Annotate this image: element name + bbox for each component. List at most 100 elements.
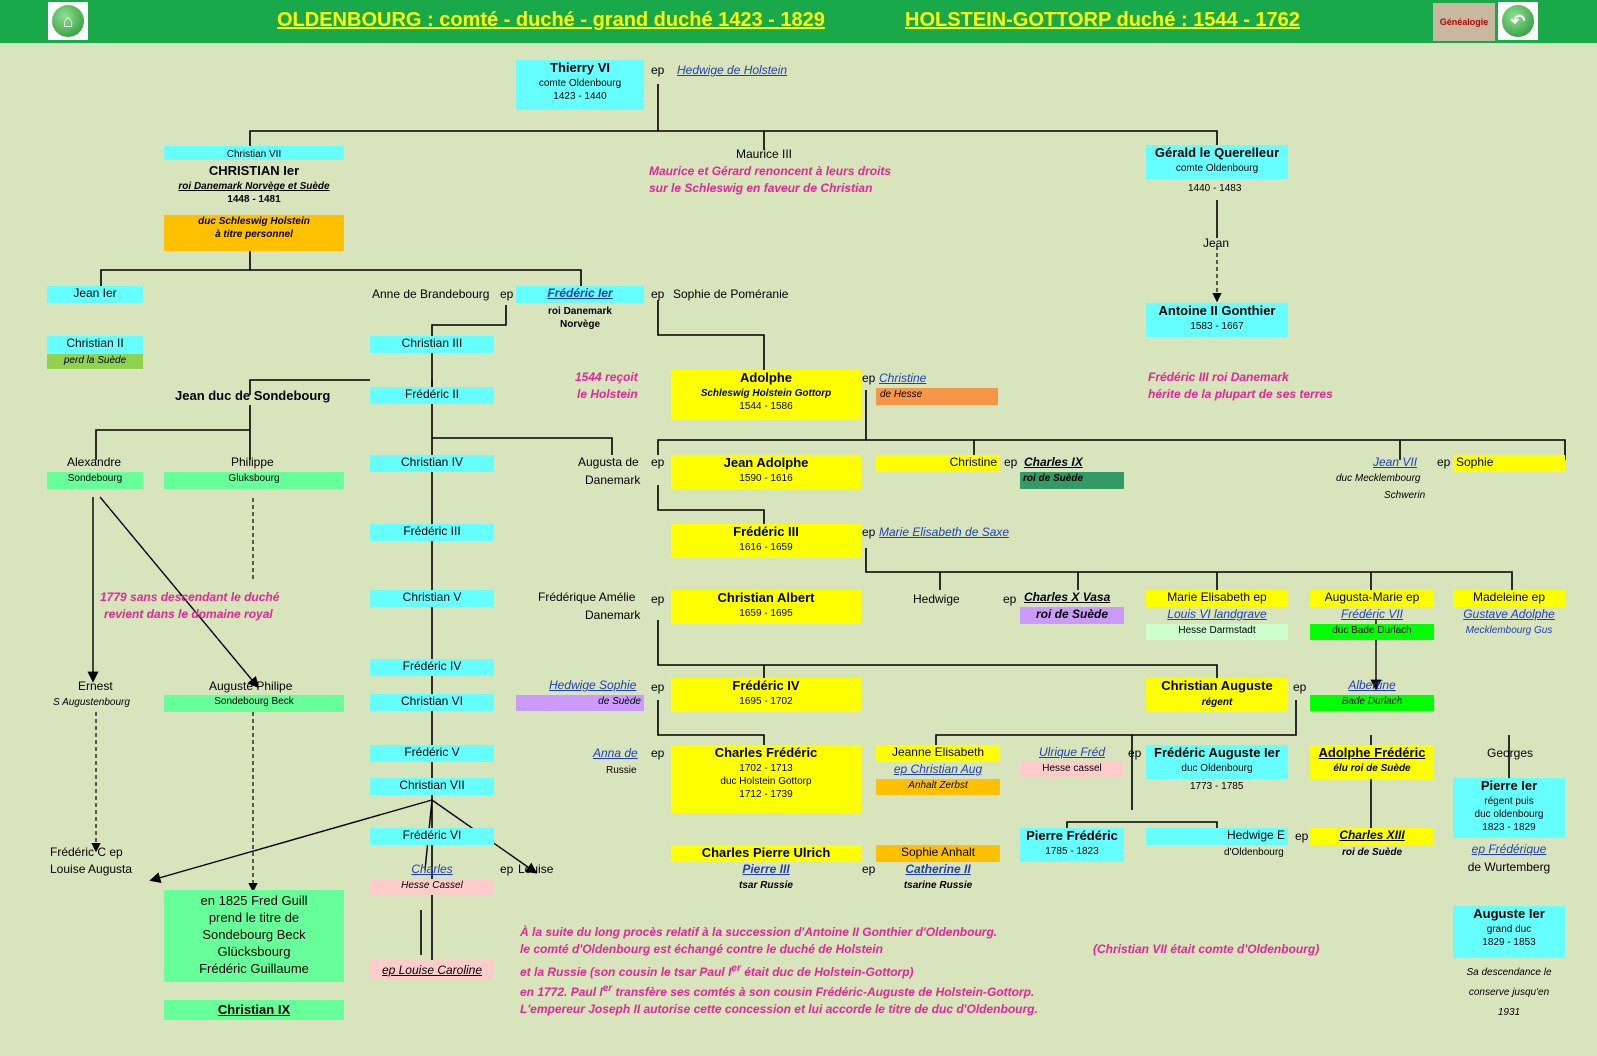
node-georges: Georges: [1487, 746, 1534, 760]
node-sophie: Sophie: [1453, 455, 1565, 472]
node-sophie-anhalt: Sophie Anhalt: [876, 845, 1000, 862]
node-title: duc oldenbourg: [1474, 808, 1544, 820]
note-4: en 1772. Paul Ier transfère ses comtés à…: [520, 982, 1034, 1001]
ep-label: ep: [651, 63, 665, 77]
note-2: le comté d'Oldenbourg est échangé contre…: [520, 942, 883, 956]
node-christian-albert: Christian Albert 1659 - 1695: [671, 590, 861, 624]
link-charles[interactable]: Charles: [411, 862, 453, 876]
note-1544-2: le Holstein: [577, 387, 638, 401]
node-dates: 1616 - 1659: [739, 541, 793, 553]
link-frederique[interactable]: ep Frédérique: [1471, 842, 1547, 856]
node-dates: 1423 - 1440: [553, 90, 607, 102]
node-hedwige-e-oldenbourg: d'Oldenbourg: [1224, 847, 1284, 858]
node-frederic-i-title: roi Danemark Norvège: [516, 305, 644, 331]
node-name[interactable]: Charles XIII: [1339, 828, 1405, 842]
node-christian-ix[interactable]: Christian IX: [164, 1000, 344, 1020]
node-thierry-vi: Thierry VI comte Oldenbourg 1423 - 1440: [516, 60, 644, 110]
node-hedwige-e: Hedwige E: [1146, 828, 1288, 845]
node-charles-pierre-ulrich: Charles Pierre Ulrich: [671, 845, 861, 862]
node-charles-frederic: Charles Frédéric 1702 - 1713 duc Holstei…: [671, 745, 861, 813]
node-dates: 1823 - 1829: [1482, 821, 1536, 833]
node-title: comte Oldenbourg: [538, 77, 622, 89]
node-jean-i: Jean Ier: [47, 286, 143, 303]
node-name[interactable]: Frédéric Ier: [547, 286, 613, 300]
link-pierre-iii[interactable]: Pierre III: [742, 862, 790, 876]
ep-label: ep: [651, 680, 665, 694]
node-name: Frédéric IV: [732, 678, 800, 693]
note-1779-1: 1779 sans descendant le duché: [100, 590, 280, 604]
node-gluksbourg: Gluksbourg: [164, 472, 344, 489]
ep-label: ep: [862, 371, 876, 385]
node-name: Frédéric Auguste Ier: [1154, 745, 1280, 760]
link-jean-vii[interactable]: Jean VII: [1373, 455, 1418, 469]
node-mecklembourg-gus: Mecklembourg Gus: [1465, 625, 1553, 636]
link-hedwige-holstein[interactable]: Hedwige de Holstein: [677, 63, 788, 77]
node-maurice-iii: Maurice III: [736, 147, 793, 161]
node-s-augustenbourg: S Augustenbourg: [53, 697, 130, 708]
node-dates: 1440 - 1483: [1188, 183, 1242, 194]
node-frederic-ii: Frédéric II: [370, 387, 494, 404]
node-title: Norvège: [559, 319, 600, 330]
node-christine: Christine: [876, 455, 1000, 472]
link-catherine-ii[interactable]: Catherine II: [905, 862, 971, 876]
link-ulrique[interactable]: Ulrique Fréd: [1038, 745, 1106, 759]
node-augusta-1: Augusta de: [578, 455, 639, 469]
note-line: conserve jusqu'en: [1468, 987, 1550, 998]
node-jeanne-elisabeth: Jeanne Elisabeth: [876, 745, 1000, 762]
node-jean: Jean: [1203, 236, 1230, 250]
link-christine-hesse[interactable]: Christine: [879, 371, 927, 385]
page-title-left: OLDENBOURG : comté - duché - grand duché…: [277, 9, 825, 31]
note-4a: en 1772. Paul I: [520, 985, 603, 999]
node-name: Pierre Frédéric: [1026, 828, 1118, 843]
link-albertine[interactable]: Albertine: [1348, 678, 1396, 692]
ep-label: ep: [651, 592, 665, 606]
node-dates: 1829 - 1853: [1482, 936, 1536, 948]
link-christian-aug[interactable]: ep Christian Aug: [893, 762, 983, 776]
node-title: duc Oldenbourg: [1181, 762, 1253, 774]
node-hesse-cassel: Hesse cassel: [1020, 762, 1124, 778]
home-icon: ⌂: [52, 5, 84, 37]
link-gustave-adolphe[interactable]: Gustave Adolphe: [1463, 607, 1555, 621]
link-anna[interactable]: Anna de: [593, 746, 638, 760]
node-christian-vii: Christian VII: [370, 778, 494, 795]
node-name: CHRISTIAN Ier: [208, 163, 300, 178]
node-duc-schleswig: duc Schleswig Holstein à titre personnel: [164, 215, 344, 251]
link-hedwige-sophie[interactable]: Hedwige Sophie: [549, 678, 637, 692]
home-button[interactable]: ⌂: [48, 2, 88, 40]
node-augusta-2: Danemark: [585, 473, 641, 487]
node-title: régent puis: [1484, 795, 1534, 807]
node-christian-i: CHRISTIAN Ier roi Danemark Norvège et Su…: [164, 163, 344, 206]
ep-label: ep: [1128, 746, 1142, 760]
node-charles-hesse-cassel: Hesse Cassel: [370, 879, 494, 895]
node-marie-elisabeth: Marie Elisabeth ep: [1146, 590, 1288, 607]
link-charles-ix[interactable]: Charles IX: [1024, 455, 1083, 469]
node-title: roi Danemark Norvège et Suède: [178, 180, 330, 192]
node-pre: Christian VII: [226, 149, 282, 160]
genealogy-logo[interactable]: Généalogie: [1433, 3, 1495, 41]
back-arrow-icon: ↶: [1502, 5, 1534, 37]
node-fred-amelie-1: Frédérique Amélie: [538, 590, 636, 604]
node-christian-auguste-title: régent: [1201, 697, 1233, 708]
node-text: en 1825 Fred Guill: [200, 893, 308, 908]
node-christian-vi: Christian VI: [370, 694, 494, 711]
ep-label: ep: [1293, 680, 1307, 694]
node-louise-caroline[interactable]: ep Louise Caroline: [370, 960, 494, 980]
node-frederic-i[interactable]: Frédéric Ier: [516, 286, 644, 303]
ep-label: ep: [1004, 455, 1018, 469]
node-bade-durlach: duc Bade Durlach: [1310, 624, 1434, 640]
node-dates: 1590 - 1616: [739, 472, 793, 484]
link-frederic-vii[interactable]: Frédéric VII: [1340, 607, 1403, 621]
link-charles-x[interactable]: Charles X Vasa: [1024, 590, 1111, 604]
link-louis-vi[interactable]: Louis VI landgrave: [1167, 607, 1267, 621]
node-title: duc Holstein Gottorp: [720, 775, 812, 787]
ep-label: ep: [651, 455, 665, 469]
back-button[interactable]: ↶: [1498, 2, 1538, 40]
note-line: Sa descendance le: [1466, 967, 1552, 978]
note-maurice-1: Maurice et Gérard renoncent à leurs droi…: [649, 164, 892, 178]
node-name: Pierre Ier: [1480, 778, 1538, 793]
page-title-right: HOLSTEIN-GOTTORP duché : 1544 - 1762: [905, 9, 1300, 31]
node-sophie-pomeranie: Sophie de Poméranie: [673, 287, 789, 301]
node-jean-vii-t2: Schwerin: [1384, 490, 1426, 501]
link-marie-elisabeth-saxe[interactable]: Marie Elisabeth de Saxe: [879, 525, 1010, 539]
node-charles-xiii[interactable]: Charles XIII: [1310, 828, 1434, 845]
